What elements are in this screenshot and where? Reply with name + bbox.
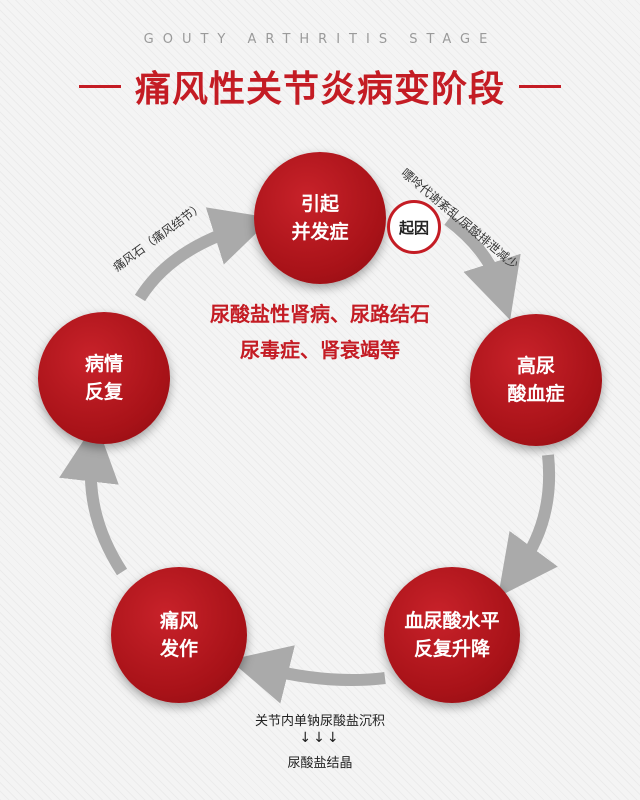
bottom-note-deposit: 关节内单钠尿酸盐沉积: [254, 714, 385, 729]
arrow-complication-to-hyperuricemia: [444, 215, 521, 321]
center-text-line1: 尿酸盐性肾病、尿路结石: [210, 302, 430, 326]
node-hyperuricemia-label: 高尿 酸血症: [507, 355, 565, 405]
title-dash-right: [519, 84, 561, 88]
node-relapse-label: 病情 反复: [84, 353, 123, 403]
center-text-line2: 尿毒症、肾衰竭等: [240, 338, 400, 362]
node-complication: 引起 并发症: [254, 152, 386, 284]
title-dash-left: [78, 84, 121, 88]
arrow-hyperuricemia-to-fluctuation: [498, 454, 558, 598]
node-complication-label: 引起 并发症: [291, 193, 349, 243]
title-row: 痛风性关节炎病变阶段: [0, 60, 640, 112]
arrow-fluctuation-to-attack: [229, 645, 386, 704]
bottom-note-arrows: ↓↓↓: [299, 730, 341, 746]
bottom-note-crystal: 尿酸盐结晶: [287, 756, 353, 771]
node-attack-label: 痛风 发作: [159, 610, 198, 660]
node-hyperuricemia: 高尿 酸血症: [470, 314, 602, 446]
arrow-attack-to-relapse: [59, 421, 128, 576]
subtitle: GOUTY ARTHRITIS STAGE: [143, 32, 497, 47]
center-text: 尿酸盐性肾病、尿路结石 尿毒症、肾衰竭等: [150, 296, 490, 368]
node-fluctuation: 血尿酸水平 反复升降: [384, 567, 520, 703]
arrow-relapse-to-complication: [134, 207, 273, 302]
node-relapse: 病情 反复: [38, 312, 170, 444]
node-attack: 痛风 发作: [111, 567, 247, 703]
cause-badge: 起因: [387, 200, 441, 254]
node-fluctuation-label: 血尿酸水平 反复升降: [404, 610, 500, 660]
page-title: 痛风性关节炎病变阶段: [134, 69, 505, 110]
